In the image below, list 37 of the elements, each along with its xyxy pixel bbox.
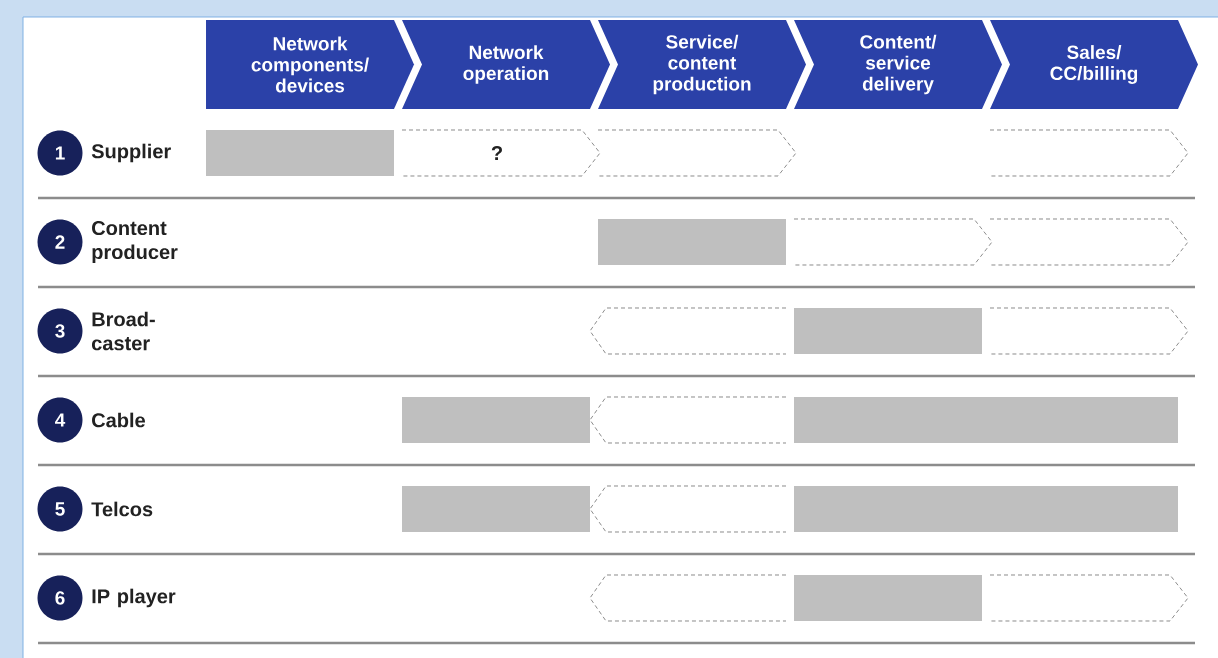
dashed-segment: ? [401, 129, 601, 177]
number-badge: 5 [37, 486, 83, 532]
number-badge: 4 [37, 397, 83, 443]
dashed-segment [989, 307, 1189, 355]
dashed-segment [589, 396, 787, 444]
dashed-segment [597, 129, 797, 177]
node-label: Sales/ CC/billing [1050, 45, 1138, 84]
stage-header: Network components/ devices [206, 20, 414, 109]
role-bar [794, 575, 982, 621]
role-bar [794, 308, 982, 354]
number-badge: 1 [37, 130, 83, 176]
role-bar [794, 397, 1178, 443]
row-label: Cable [92, 412, 145, 428]
node-label: Network components/ devices [251, 36, 369, 93]
node-label: Service/ content production [653, 34, 751, 95]
number-badge: 3 [37, 308, 83, 354]
row-label: Broad- caster [92, 311, 155, 351]
row-label: Supplier [91, 143, 171, 163]
row-label: IP player [92, 588, 176, 608]
dashed-segment [989, 129, 1189, 177]
role-bar [598, 219, 786, 265]
role-bar [794, 486, 1178, 532]
dashed-segment [589, 485, 787, 533]
number-badge: 2 [37, 219, 83, 265]
row-label: Telcos [91, 501, 153, 517]
number-badge: 6 [37, 575, 83, 621]
row-label: Content producer [92, 220, 178, 264]
dashed-segment [589, 574, 787, 622]
node-label: Network operation [463, 45, 549, 84]
node-label: Content/ service delivery [860, 34, 937, 95]
role-bar [206, 130, 394, 176]
dashed-segment [989, 218, 1189, 266]
dashed-segment [793, 218, 993, 266]
dashed-segment [589, 307, 787, 355]
dashed-segment [989, 574, 1189, 622]
role-bar [402, 486, 590, 532]
role-bar [402, 397, 590, 443]
